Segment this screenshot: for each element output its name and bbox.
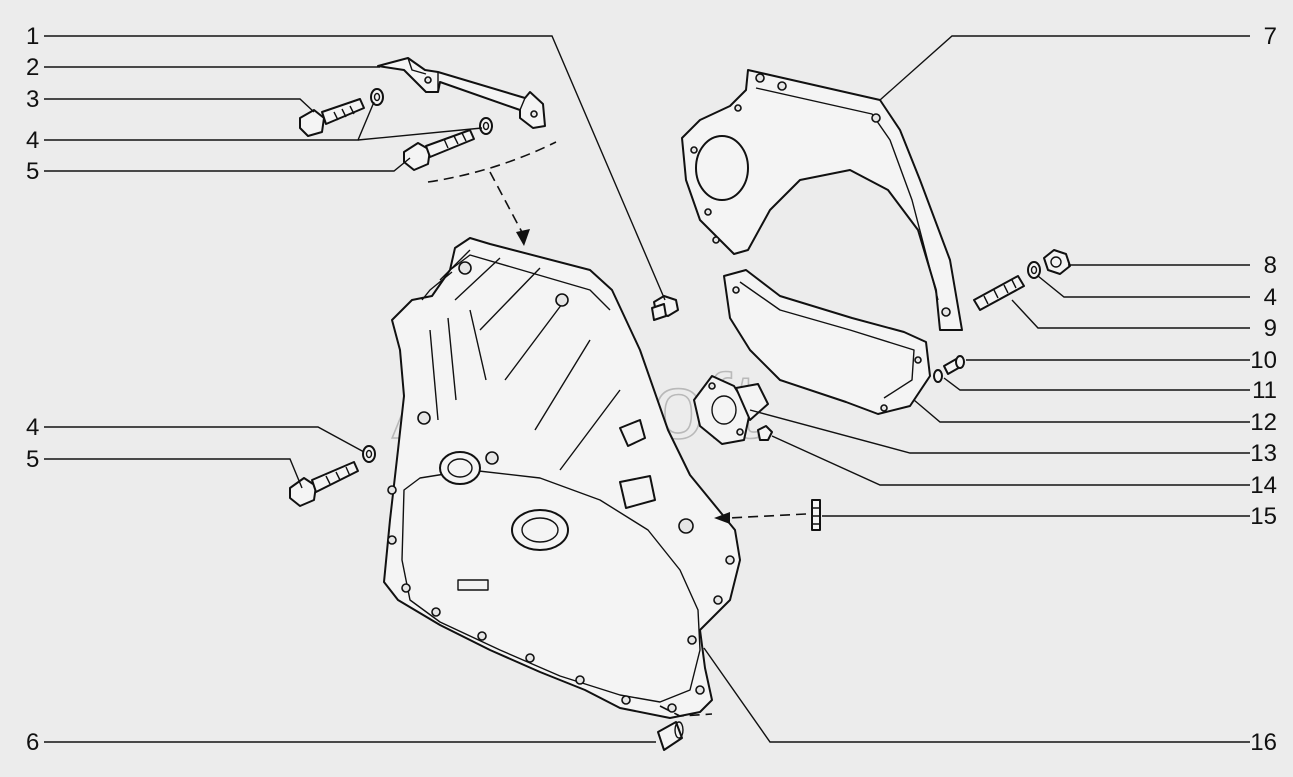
cover-plate-part: [681, 69, 963, 331]
bolt-part-5b: [289, 461, 359, 507]
washer-part-4b: [479, 117, 493, 135]
assembly-arc: [427, 141, 557, 183]
leader-lines: [44, 35, 1250, 743]
callout-4-right: 4: [1264, 284, 1277, 311]
callout-3: 3: [26, 86, 39, 113]
callout-13: 13: [1250, 440, 1277, 467]
pin-part-15: [811, 499, 821, 531]
callout-1: 1: [26, 23, 39, 50]
flange-part: [693, 375, 769, 445]
bracket-part: [377, 57, 546, 129]
callout-7: 7: [1264, 23, 1277, 50]
bolt-part-10: [943, 355, 965, 375]
callout-5-top: 5: [26, 158, 39, 185]
callout-2: 2: [26, 54, 39, 81]
callout-8: 8: [1264, 252, 1277, 279]
nut-part-8: [1043, 249, 1071, 275]
callouts-left: 1 2 3 4 5 4 5 6: [26, 23, 39, 756]
bolt-part-14: [757, 425, 773, 441]
washer-part-11: [933, 369, 943, 383]
callout-16: 16: [1250, 729, 1277, 756]
bolt-part-5a: [403, 129, 475, 171]
assembly-arrow-line: [489, 171, 525, 237]
washer-part-4a: [370, 88, 384, 106]
lower-shield-part: [723, 269, 931, 415]
callout-11: 11: [1252, 377, 1277, 404]
callout-10: 10: [1250, 347, 1277, 374]
callout-6: 6: [26, 729, 39, 756]
callout-4-mid: 4: [26, 414, 39, 441]
pin-arrow-line: [727, 513, 807, 519]
callout-9: 9: [1264, 315, 1277, 342]
dowel-part-6: [657, 705, 713, 751]
callout-14: 14: [1250, 472, 1277, 499]
clutch-housing-part: [383, 237, 741, 719]
washer-part-4d: [1027, 261, 1041, 279]
bolt-part-3: [299, 98, 365, 137]
pin-arrow-head: [714, 512, 730, 524]
callout-15: 15: [1250, 503, 1277, 530]
callout-5-mid: 5: [26, 446, 39, 473]
callouts-right: 7 8 4 9 10 11 12 13 14 15 16: [1250, 23, 1277, 756]
callout-4-top: 4: [26, 127, 39, 154]
callout-12: 12: [1250, 409, 1277, 436]
washer-part-4c: [362, 445, 376, 463]
stud-part-9: [973, 275, 1025, 311]
assembly-arrow-head: [516, 229, 530, 246]
